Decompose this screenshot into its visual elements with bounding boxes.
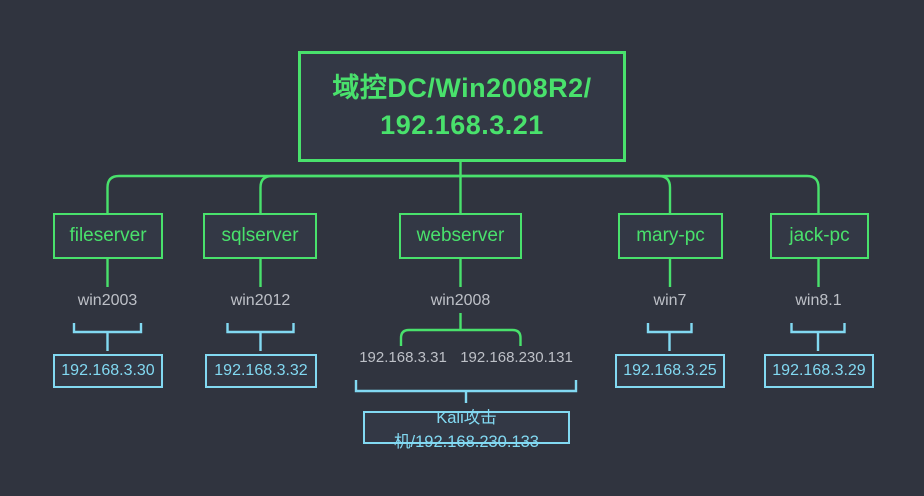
os-label-fileserver[interactable]: win2003	[77, 292, 138, 309]
brace-mary-pc-ip	[646, 323, 693, 351]
mary-pc-ip: 192.168.3.25	[623, 362, 717, 379]
node-domain-controller[interactable]: 域控DC/Win2008R2/ 192.168.3.21	[298, 51, 626, 162]
connector-root-to-mary-pc	[460, 174, 672, 213]
node-webserver[interactable]: webserver	[399, 213, 522, 259]
webserver-ip-1[interactable]: 192.168.3.31	[359, 349, 447, 366]
kali-attacker-label: Kali攻击机/192.168.230.133	[394, 408, 539, 451]
ip-box-sqlserver[interactable]: 192.168.3.32	[205, 354, 317, 388]
node-kali-attacker[interactable]: Kali攻击机/192.168.230.133	[363, 409, 570, 451]
node-fileserver[interactable]: fileserver	[53, 213, 163, 259]
jack-pc-ip: 192.168.3.29	[772, 362, 866, 379]
sqlserver-label: sqlserver	[221, 225, 299, 246]
webserver-ip-2[interactable]: 192.168.230.131	[460, 349, 573, 366]
sqlserver-ip: 192.168.3.32	[214, 362, 308, 379]
domain-controller-label-line2: 192.168.3.21	[380, 109, 544, 140]
brace-kali-attacker	[354, 380, 578, 403]
ip-box-mary-pc[interactable]: 192.168.3.25	[615, 354, 725, 388]
webserver-label: webserver	[416, 225, 505, 246]
ip-box-jack-pc[interactable]: 192.168.3.29	[764, 354, 874, 388]
os-label-webserver[interactable]: win2008	[430, 292, 491, 309]
fileserver-ip: 192.168.3.30	[61, 362, 155, 379]
brace-fileserver-ip	[72, 323, 143, 351]
connector-root-to-sqlserver	[259, 174, 461, 213]
ip-box-fileserver[interactable]: 192.168.3.30	[53, 354, 163, 388]
os-label-sqlserver[interactable]: win2012	[230, 292, 291, 309]
connector-root-to-fileserver	[106, 174, 461, 213]
brace-jack-pc-ip	[790, 323, 846, 351]
brace-sqlserver-ip	[226, 323, 295, 351]
node-jack-pc[interactable]: jack-pc	[770, 213, 869, 259]
node-sqlserver[interactable]: sqlserver	[203, 213, 317, 259]
os-label-mary-pc[interactable]: win7	[653, 292, 687, 309]
brace-webserver-ips	[399, 328, 522, 346]
fileserver-label: fileserver	[69, 225, 147, 246]
os-label-jack-pc[interactable]: win8.1	[795, 292, 842, 309]
mary-pc-label: mary-pc	[636, 225, 705, 246]
node-mary-pc[interactable]: mary-pc	[618, 213, 723, 259]
jack-pc-label: jack-pc	[789, 225, 850, 246]
connector-root-to-jack-pc	[460, 174, 820, 213]
domain-controller-label-line1: 域控DC/Win2008R2/	[332, 72, 592, 103]
